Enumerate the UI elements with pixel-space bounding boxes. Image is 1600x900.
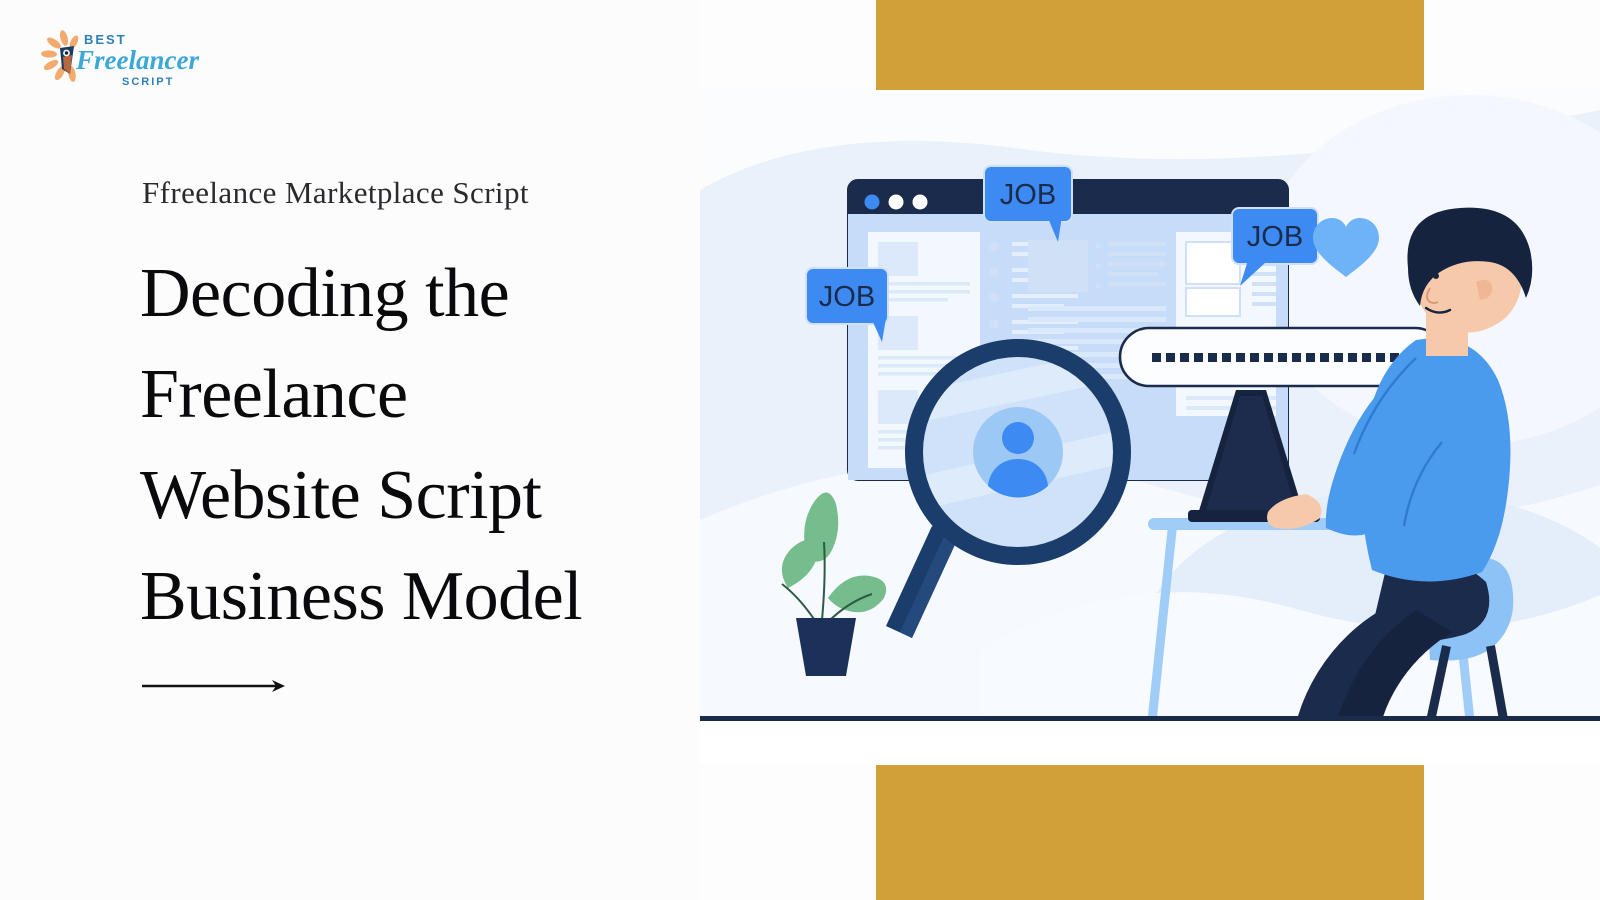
page-title: Decoding the Freelance Website Script Bu… bbox=[140, 243, 680, 647]
mouth bbox=[1424, 306, 1452, 314]
logo-text-freelancer: Freelancer bbox=[75, 45, 199, 75]
browser-dot-2 bbox=[888, 194, 904, 210]
magnifying-glass bbox=[886, 339, 1131, 638]
hand bbox=[1267, 494, 1322, 529]
job-tag-label: JOB bbox=[1000, 179, 1056, 211]
headline-line-3: Website Script bbox=[140, 457, 542, 534]
nose bbox=[1426, 287, 1439, 304]
browser-dot-3 bbox=[912, 194, 928, 210]
job-tag-3[interactable]: JOB bbox=[1231, 207, 1319, 286]
browser-dot-1 bbox=[864, 194, 880, 210]
eyebrow-text: Ffreelance Marketplace Script bbox=[142, 175, 529, 210]
headline-line-2: Freelance bbox=[140, 356, 408, 433]
hair bbox=[1407, 207, 1533, 306]
job-tag-label: JOB bbox=[819, 281, 875, 313]
headline-line-4: Business Model bbox=[140, 558, 583, 635]
illustration-panel: JOB JOB JOB bbox=[700, 90, 1600, 765]
text-column: BEST Freelancer SCRIPT Ffreelance Market… bbox=[0, 0, 700, 900]
gold-accent-bar-bottom bbox=[876, 762, 1424, 900]
bg-blob-floor bbox=[980, 592, 1600, 720]
logo-text-script: SCRIPT bbox=[122, 76, 174, 88]
logo-svg: BEST Freelancer SCRIPT bbox=[41, 30, 199, 88]
plant-pot bbox=[796, 618, 856, 676]
job-tag-1[interactable]: JOB bbox=[805, 267, 889, 342]
job-tag-2[interactable]: JOB bbox=[983, 165, 1073, 242]
potted-plant bbox=[781, 492, 887, 676]
heart-icon bbox=[1313, 218, 1379, 277]
search-bar[interactable] bbox=[1118, 326, 1446, 388]
illustration-svg: JOB JOB JOB bbox=[700, 90, 1600, 765]
logo-text-best: BEST bbox=[84, 32, 127, 47]
cta-arrow[interactable] bbox=[142, 676, 292, 696]
ground-area bbox=[700, 721, 1600, 765]
sunflower-icon bbox=[41, 30, 79, 82]
brand-logo[interactable]: BEST Freelancer SCRIPT bbox=[40, 24, 200, 92]
ground-line bbox=[700, 716, 1600, 721]
avatar-icon bbox=[973, 407, 1063, 498]
job-tag-label: JOB bbox=[1247, 221, 1303, 253]
gold-accent-bar-top bbox=[876, 0, 1424, 90]
arrow-right-icon bbox=[142, 680, 285, 692]
headline-line-1: Decoding the bbox=[140, 255, 510, 332]
eye bbox=[1433, 273, 1439, 279]
